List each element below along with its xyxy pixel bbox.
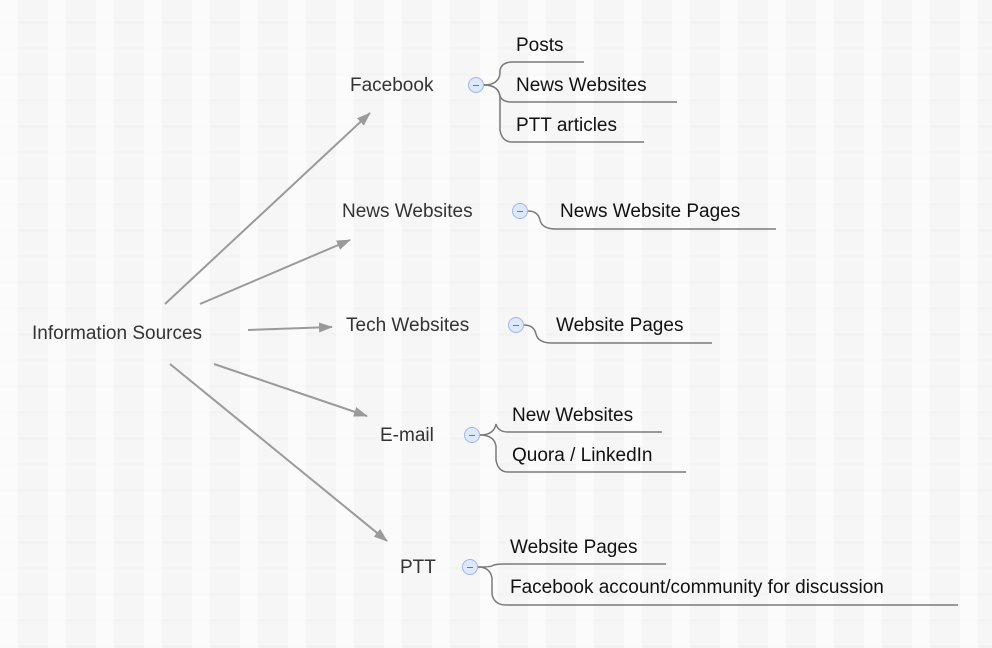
subtopic-ptt-articles[interactable]: PTT articles [516,115,618,136]
edge-root-news-websites [199,239,351,305]
branch-ptt [477,563,958,606]
collapse-toggle-news-websites[interactable] [512,203,528,219]
branch-facebook [483,61,677,143]
edge-root-facebook [164,112,371,305]
subtopic-website-pages-ptt[interactable]: Website Pages [510,537,638,558]
subtopic-facebook-account-community[interactable]: Facebook account/community for discussio… [510,577,884,598]
edge-root-ptt [169,363,388,542]
root-topic[interactable]: Information Sources [32,323,203,344]
collapse-toggle-email[interactable] [464,427,480,443]
collapse-toggle-facebook[interactable] [468,77,484,93]
subtopic-posts[interactable]: Posts [516,35,564,56]
edge-root-email [213,363,368,417]
branch-tech-websites [523,324,712,344]
topic-facebook[interactable]: Facebook [350,75,434,96]
subtopic-news-website-pages[interactable]: News Website Pages [560,201,741,222]
collapse-toggle-ptt[interactable] [462,559,478,575]
topic-ptt[interactable]: PTT [400,557,436,578]
edge-root-tech-websites [247,322,333,333]
subtopic-website-pages[interactable]: Website Pages [556,315,684,336]
branch-email [479,423,686,473]
subtopic-new-websites[interactable]: New Websites [512,405,634,426]
subtopic-news-websites[interactable]: News Websites [516,75,647,96]
subtopic-quora-linkedin[interactable]: Quora / LinkedIn [512,445,653,466]
topic-tech-websites[interactable]: Tech Websites [346,315,470,336]
topic-email[interactable]: E-mail [380,425,434,446]
collapse-toggle-tech-websites[interactable] [508,317,524,333]
branch-news-websites [527,210,776,230]
topic-news-websites[interactable]: News Websites [342,201,473,222]
